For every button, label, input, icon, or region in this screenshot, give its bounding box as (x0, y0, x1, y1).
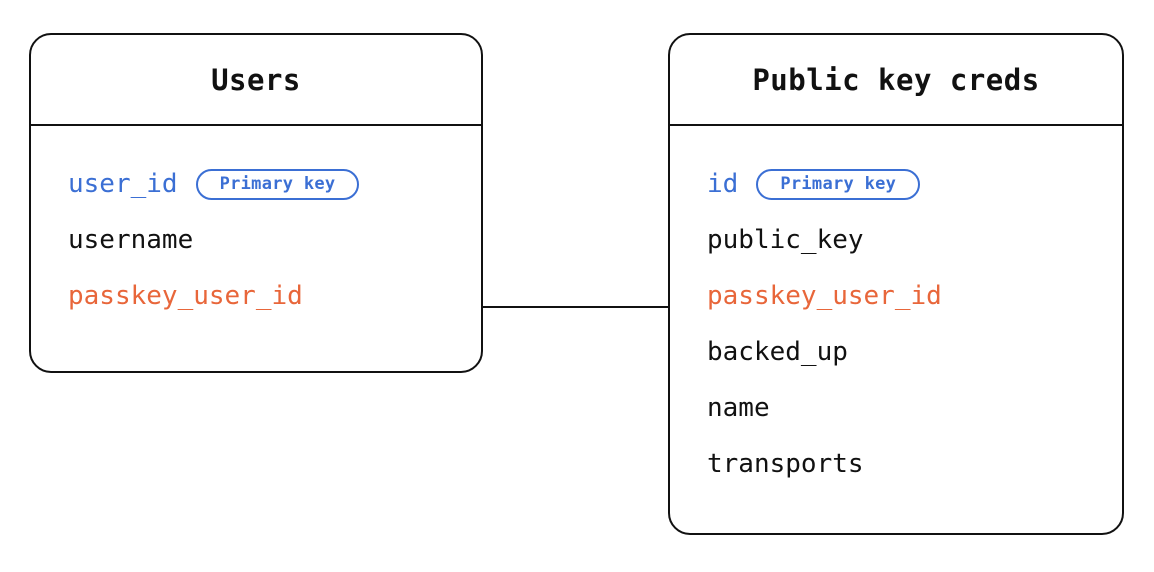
field-name-name: name (707, 393, 770, 423)
field-name-passkey-user-id: passkey_user_id (68, 281, 303, 311)
entity-users-title: Users (211, 62, 301, 97)
field-row-user-id[interactable]: user_id Primary key (31, 156, 481, 212)
entity-users-field-list: user_id Primary key username passkey_use… (31, 126, 481, 324)
field-row-username[interactable]: username (31, 212, 481, 268)
field-row-passkey-user-id[interactable]: passkey_user_id (670, 268, 1122, 324)
field-name-id: id (707, 169, 739, 199)
entity-public-key-creds-header: Public key creds (670, 35, 1122, 126)
entity-public-key-creds-field-list: id Primary key public_key passkey_user_i… (670, 126, 1122, 492)
field-row-passkey-user-id[interactable]: passkey_user_id (31, 268, 481, 324)
field-row-name[interactable]: name (670, 380, 1122, 436)
primary-key-badge: Primary key (195, 168, 360, 200)
field-name-username: username (68, 225, 194, 255)
entity-public-key-creds[interactable]: Public key creds id Primary key public_k… (668, 33, 1124, 535)
field-name-transports: transports (707, 449, 864, 479)
field-row-id[interactable]: id Primary key (670, 156, 1122, 212)
relationship-connector-line (483, 306, 668, 308)
field-row-backed-up[interactable]: backed_up (670, 324, 1122, 380)
field-name-public-key: public_key (707, 225, 864, 255)
field-name-user-id: user_id (68, 169, 178, 199)
entity-users-header: Users (31, 35, 481, 126)
entity-users[interactable]: Users user_id Primary key username passk… (29, 33, 483, 373)
primary-key-badge: Primary key (756, 168, 921, 200)
entity-public-key-creds-title: Public key creds (752, 62, 1040, 97)
field-row-public-key[interactable]: public_key (670, 212, 1122, 268)
field-name-backed-up: backed_up (707, 337, 848, 367)
field-row-transports[interactable]: transports (670, 436, 1122, 492)
field-name-passkey-user-id: passkey_user_id (707, 281, 942, 311)
